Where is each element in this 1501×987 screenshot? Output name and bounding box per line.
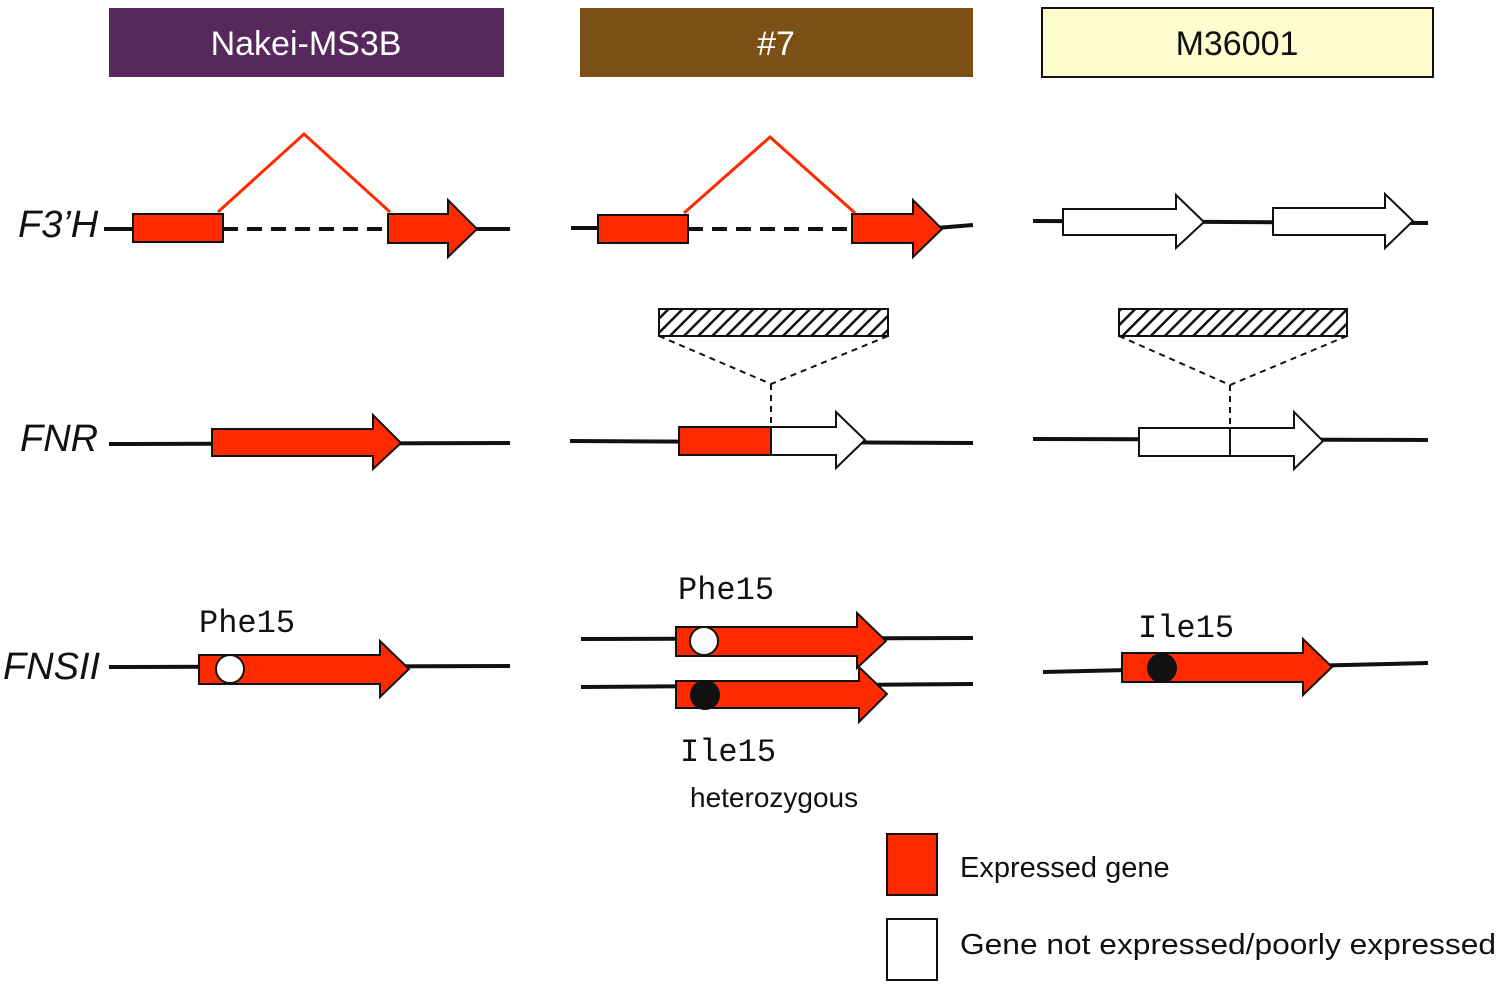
hatched-insertion-icon — [658, 308, 889, 337]
open-circle-icon — [689, 626, 719, 656]
allele-label-ile15: Ile15 — [680, 734, 776, 771]
legend-label-expressed: Expressed gene — [960, 852, 1170, 884]
fnr-m36001 — [1032, 308, 1429, 472]
fnr-nakei — [108, 412, 511, 472]
insertion-dashed-guide — [1118, 335, 1348, 387]
exon-arrow-not-expressed — [770, 409, 867, 471]
legend-swatch-not-expressed — [886, 918, 938, 981]
f3h-7 — [571, 134, 974, 260]
exon-arrow-expressed — [198, 638, 411, 700]
header-nakei-box — [109, 8, 504, 77]
open-circle-icon — [215, 654, 245, 684]
exon-box-expressed — [132, 213, 224, 243]
header-nakei: Nakei-MS3B — [109, 8, 504, 77]
exon-box-expressed — [678, 426, 772, 456]
gene-label-f3h: F3’H — [18, 204, 99, 246]
exon-box-not-expressed — [1138, 427, 1231, 457]
f3h-nakei — [104, 131, 510, 260]
f3h-m36001 — [1032, 191, 1429, 251]
header-m36001: M36001 — [1041, 7, 1434, 78]
fnsii-7: Phe15 Ile15 heterozygous — [580, 572, 974, 813]
fnsii-m36001: Ile15 — [1042, 610, 1429, 698]
filled-circle-icon — [690, 680, 720, 710]
header-nakei-label: Nakei-MS3B — [211, 25, 402, 63]
fnr-7 — [569, 308, 974, 471]
exon-arrow-expressed — [675, 610, 888, 671]
header-7: #7 — [580, 8, 973, 77]
allele-label-phe15: Phe15 — [678, 572, 774, 609]
gene-label-fnr: FNR — [20, 418, 98, 460]
legend-swatch-expressed — [886, 833, 938, 896]
insertion-dashed-guide — [658, 335, 889, 386]
gene-label-fnsii: FNSII — [3, 646, 101, 688]
exon-arrow-expressed — [211, 412, 403, 472]
legend-label-not-expressed: Gene not expressed/poorly expressed — [960, 929, 1496, 961]
allele-label-ile15: Ile15 — [1138, 610, 1234, 647]
exon-arrow-not-expressed — [1272, 191, 1415, 251]
header-7-box — [580, 8, 973, 77]
exon-arrow-not-expressed — [1062, 192, 1206, 251]
splice-junction-icon — [216, 131, 392, 214]
exon-arrow-expressed — [387, 197, 479, 260]
header-m36001-label: M36001 — [1176, 25, 1299, 63]
header-m36001-box — [1041, 7, 1434, 78]
backbone-line — [935, 223, 974, 230]
heterozygous-label: heterozygous — [690, 782, 858, 813]
exon-arrow-not-expressed — [1229, 409, 1325, 472]
header-7-label: #7 — [757, 25, 795, 63]
exon-box-expressed — [597, 214, 689, 244]
filled-circle-icon — [1147, 653, 1177, 683]
legend: Expressed gene Gene not expressed/poorly… — [886, 833, 1496, 981]
exon-arrow-expressed — [1121, 636, 1334, 698]
splice-junction-icon — [683, 134, 856, 215]
allele-label-phe15: Phe15 — [199, 605, 295, 642]
fnsii-nakei: Phe15 — [108, 605, 511, 700]
hatched-insertion-icon — [1118, 308, 1348, 337]
exon-arrow-expressed — [851, 197, 944, 260]
